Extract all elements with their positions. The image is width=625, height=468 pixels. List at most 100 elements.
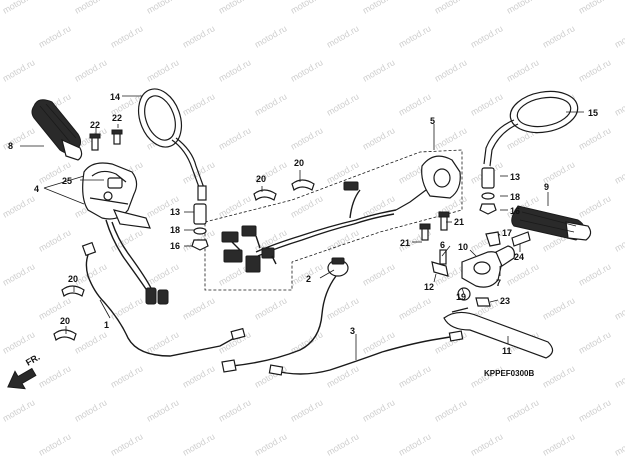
watermark-text: motod.ru [109,23,145,49]
right-switch-housing [395,155,461,211]
watermark-text: motod.ru [181,363,217,389]
watermark-text: motod.ru [181,431,217,457]
watermark-text: motod.ru [253,23,289,49]
watermark-text: motod.ru [289,125,325,151]
watermark-text: motod.ru [505,397,541,423]
left-mount-parts [191,203,209,251]
watermark-text: motod.ru [361,329,397,355]
left-mirror [137,88,207,201]
callout-21-b: 21 [400,238,410,248]
watermark-text: motod.ru [505,57,541,83]
watermark-text: motod.ru [361,57,397,83]
leader-lines [20,95,584,360]
watermark-text: motod.ru [325,91,361,117]
watermark-text: motod.ru [217,193,253,219]
callout-4: 4 [34,184,39,194]
watermark-text: motod.ru [325,295,361,321]
assembly-outline [204,149,463,291]
watermark-text: motod.ru [253,91,289,117]
watermark-text: motod.ru [469,431,505,457]
watermark-text: motod.ru [397,91,433,117]
watermark-text: motod.ru [1,57,37,83]
watermark-text: motod.ru [361,397,397,423]
callout-20-b: 20 [294,158,304,168]
watermark-text: motod.ru [289,0,325,16]
left-switch-wiring [105,219,169,305]
watermark-text: motod.ru [577,0,613,16]
watermark-text: motod.ru [109,295,145,321]
bolts-21 [419,211,450,241]
watermark-text: motod.ru [181,91,217,117]
watermark-text: motod.ru [541,363,577,389]
choke-cable [221,257,349,373]
callout-25: 25 [62,176,72,186]
watermark-text: motod.ru [253,295,289,321]
watermark-text: motod.ru [37,227,73,253]
watermark-text: motod.ru [37,23,73,49]
callout-8: 8 [8,141,13,151]
watermark-text: motod.ru [1,261,37,287]
watermark-text: motod.ru [289,397,325,423]
callout-17: 17 [502,228,512,238]
callout-22-right: 22 [112,113,122,123]
watermark-text: motod.ru [505,0,541,16]
watermark-text: motod.ru [217,0,253,16]
watermark-text: motod.ru [217,57,253,83]
watermark-text: motod.ru [145,397,181,423]
callout-21-a: 21 [454,217,464,227]
watermark-text: motod.ru [577,193,613,219]
watermark-text: motod.ru [397,23,433,49]
watermark-text: motod.ru [73,57,109,83]
callout-9: 9 [544,182,549,192]
watermark-text: motod.ru [541,23,577,49]
watermark-text: motod.ru [613,227,625,253]
watermark-text: motod.ru [577,57,613,83]
callout-20-a: 20 [256,174,266,184]
watermark-text: motod.ru [37,431,73,457]
front-direction-arrow: FR. [7,352,42,390]
watermark-text: motod.ru [613,23,625,49]
switch-harness [221,181,397,273]
watermark-text: motod.ru [433,397,469,423]
watermark-text: motod.ru [1,329,37,355]
diagram-code: KPPEF0300B [484,369,534,378]
left-switch-housing [82,162,151,229]
watermark-text: motod.ru [1,0,37,16]
watermark-text: motod.ru [577,125,613,151]
watermark-text: motod.ru [37,363,73,389]
watermark-text: motod.ru [73,329,109,355]
clutch-cable [81,241,246,357]
callout-18-right: 18 [510,192,520,202]
watermark-text: motod.ru [613,159,625,185]
watermark-text: motod.ru [361,193,397,219]
right-grip [511,205,592,241]
cable-clips-left [53,285,85,341]
callout-11: 11 [502,346,512,356]
callout-20-d: 20 [60,316,70,326]
watermark-text: motod.ru [505,261,541,287]
watermark-text: motod.ru [181,295,217,321]
throttle-cable [268,330,464,376]
watermark-text: motod.ru [433,125,469,151]
watermark-text: motod.ru [325,363,361,389]
watermark-text: motod.ru [109,363,145,389]
watermark-text: motod.ru [325,431,361,457]
callout-14: 14 [110,92,120,102]
watermark-text: motod.ru [289,193,325,219]
watermark-text: motod.ru [1,193,37,219]
watermark-text: motod.ru [217,125,253,151]
watermark-text: motod.ru [469,23,505,49]
cable-clips-top [253,179,315,201]
callout-22-left: 22 [90,120,100,130]
watermark-text: motod.ru [73,397,109,423]
callout-1: 1 [104,320,109,330]
watermark-text: motod.ru [1,125,37,151]
callout-15: 15 [588,108,598,118]
callout-18-left: 18 [170,225,180,235]
right-mount-parts [479,167,497,215]
watermark-text: motod.ru [289,57,325,83]
watermark-text: motod.ru [541,431,577,457]
callout-24: 24 [514,252,524,262]
callout-20-c: 20 [68,274,78,284]
watermark-text: motod.ru [397,363,433,389]
